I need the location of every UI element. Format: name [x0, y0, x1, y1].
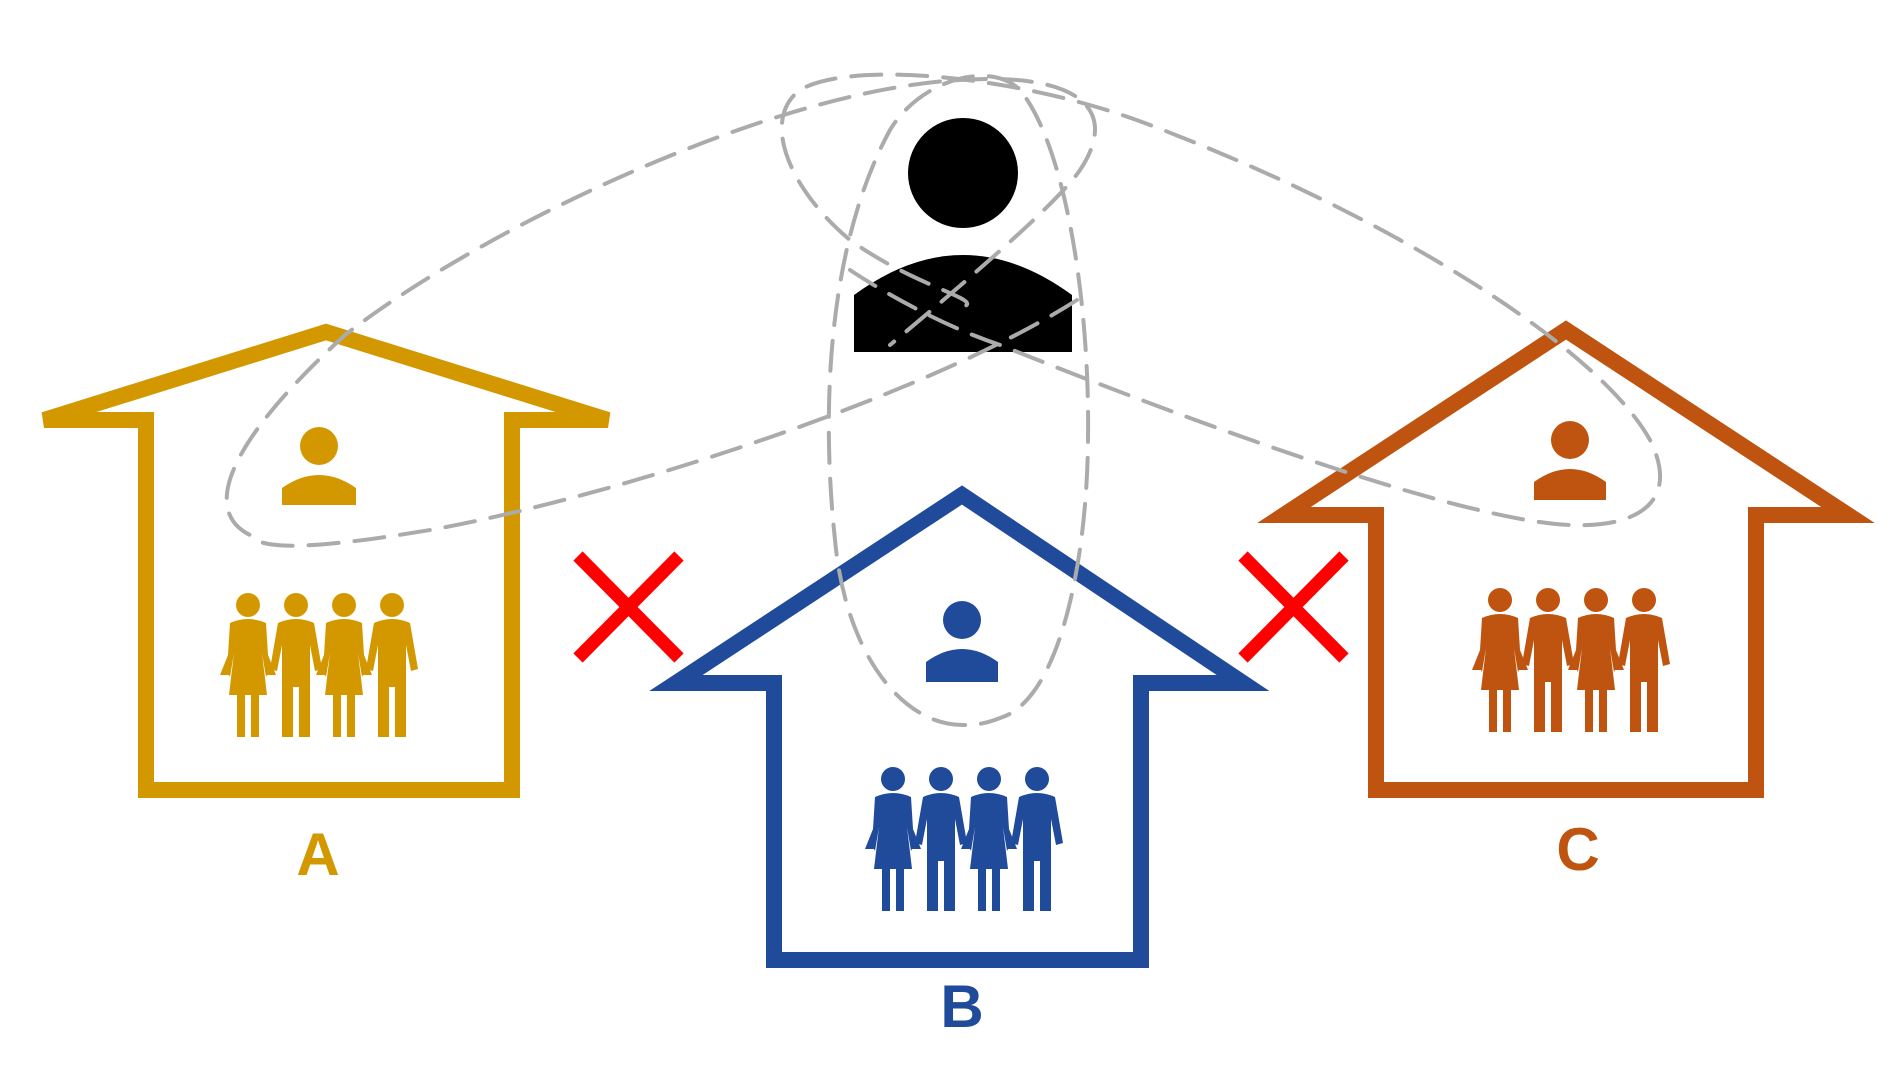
blocked-a-b-cross-mark-icon — [573, 551, 684, 663]
house-b-label: B — [940, 973, 983, 1040]
dashed-loop-c — [779, 72, 1663, 528]
house-b-resident-person-icon — [926, 601, 998, 682]
house-a-outline — [41, 323, 611, 798]
blocked-b-c-cross-mark-icon — [1238, 551, 1349, 663]
house-c-label: C — [1556, 816, 1599, 883]
house-c-outline — [1257, 320, 1875, 798]
central-person-icon — [854, 118, 1072, 352]
dashed-contact-links — [224, 72, 1663, 727]
house-c: C — [1257, 320, 1875, 883]
house-b-family-icon — [865, 767, 1063, 911]
house-c-family-icon — [1472, 588, 1670, 732]
house-b-outline — [649, 485, 1270, 968]
dashed-loop-b — [826, 74, 1091, 727]
house-a: A — [41, 323, 611, 888]
dashed-loop-a — [224, 77, 1097, 548]
house-a-label: A — [296, 821, 339, 888]
house-a-family-icon — [220, 593, 418, 737]
house-b: B — [649, 485, 1270, 1040]
house-a-resident-person-icon — [282, 427, 356, 505]
house-c-resident-person-icon — [1534, 421, 1606, 500]
